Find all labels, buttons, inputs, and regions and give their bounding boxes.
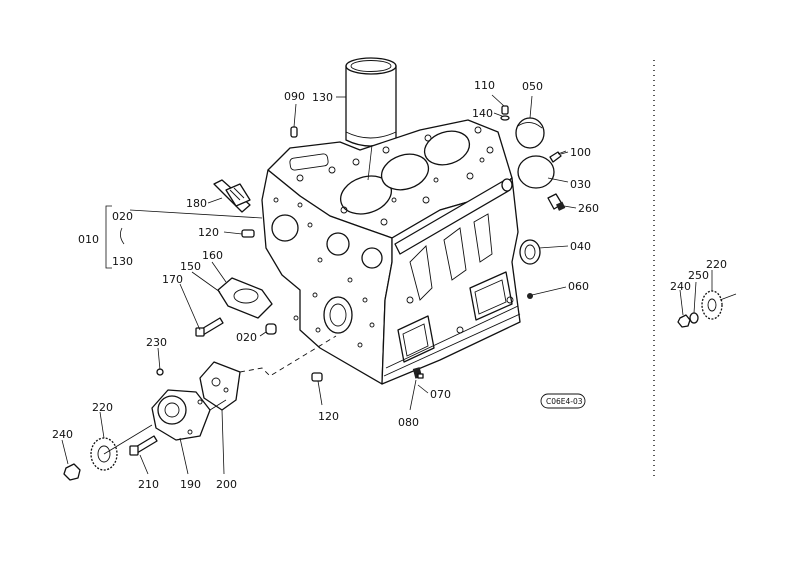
label-060: 060 [568,280,589,293]
dowel-pin-120-lower [311,372,323,382]
nut-240 [63,463,81,481]
label-130-lower: 130 [112,255,133,268]
part-labels: 090 130 110 050 140 100 030 260 180 020 … [52,79,727,491]
label-250: 250 [688,269,709,282]
label-030: 030 [570,178,591,191]
plug-110 [500,105,510,121]
label-120-upper: 120 [198,226,219,239]
label-180: 180 [186,197,207,210]
label-050: 050 [522,80,543,93]
drain-plug [412,367,424,379]
label-160: 160 [202,249,223,262]
label-140: 140 [472,107,493,120]
label-230: 230 [146,336,167,349]
label-240-alt: 240 [670,280,691,293]
label-260: 260 [578,202,599,215]
bolt-170 [195,317,224,337]
label-190: 190 [180,478,201,491]
deck-holes [296,126,494,226]
label-020-lower: 020 [236,331,257,344]
pump-cover-200 [199,361,241,411]
dowel-pin-120 [241,229,255,238]
cover-plate-030 [517,155,555,189]
label-150: 150 [180,260,201,273]
label-080: 080 [398,416,419,429]
oil-pump [151,389,211,441]
label-130: 130 [312,91,333,104]
label-240: 240 [52,428,73,441]
label-210: 210 [138,478,159,491]
nut-240-alt [677,314,691,328]
fitting-180 [213,179,251,213]
label-170: 170 [162,273,183,286]
label-200: 200 [216,478,237,491]
cap-050 [515,117,545,149]
oil-seal-040 [519,239,541,265]
pump-bolt-210 [129,435,158,456]
cylinder-liner [345,57,397,147]
bolt-100 [549,150,567,163]
washer-250 [689,312,699,324]
leader-lines [61,94,713,475]
drawing-code-stamp: C06E4-03 [540,393,586,409]
label-040: 040 [570,240,591,253]
label-020-upper: 020 [112,210,133,223]
label-220-alt: 220 [706,258,727,271]
drive-gear-220-alt [701,290,723,320]
plug-060 [527,293,533,299]
label-110: 110 [474,79,495,92]
label-010: 010 [78,233,99,246]
cover-160 [217,277,273,319]
oil-pressure-switch-260 [547,193,566,211]
engine-block [261,119,521,385]
label-070: 070 [430,388,451,401]
dowel-pin-020 [265,323,277,335]
drawing-code: C06E4-03 [546,397,583,406]
label-220: 220 [92,401,113,414]
front-face-holes [273,197,375,348]
dowel-pin-090 [290,126,298,138]
label-090: 090 [284,90,305,103]
label-120-lower: 120 [318,410,339,423]
label-100: 100 [570,146,591,159]
